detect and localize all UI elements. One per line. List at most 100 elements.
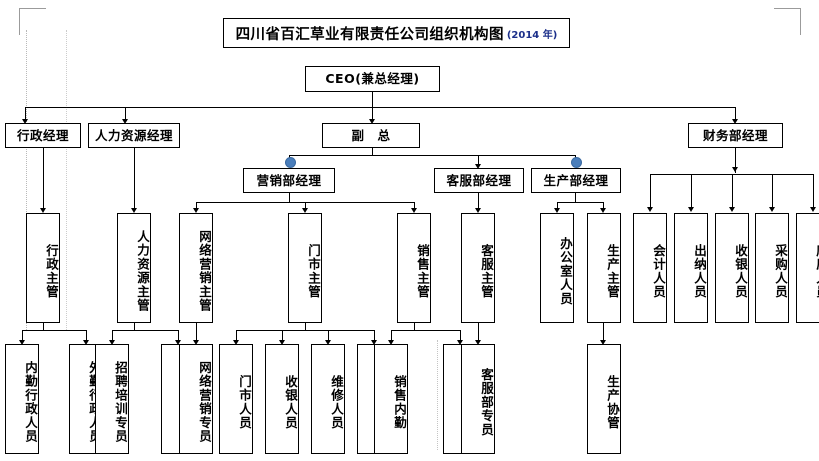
- arrow-warehouse-fin: [809, 207, 816, 212]
- node-admin-sup[interactable]: 行政主管: [26, 213, 60, 323]
- node-accountant-label: 会计人员: [651, 244, 666, 299]
- node-admin-mgr[interactable]: 行政经理: [5, 123, 81, 148]
- node-service-spec[interactable]: 客服部专员: [461, 344, 495, 454]
- node-cashier-fin[interactable]: 出纳人员: [674, 213, 708, 323]
- node-marketing-mgr-label: 营销部经理: [256, 172, 322, 188]
- node-finance-mgr[interactable]: 财务部经理: [688, 123, 783, 148]
- arrow-purchaser: [768, 207, 775, 212]
- node-production-mgr-label: 生产部经理: [543, 172, 609, 188]
- node-ceo-label: CEO(兼总经理): [325, 71, 420, 87]
- connector-hrsup-bus: [112, 330, 178, 332]
- node-production-mgr[interactable]: 生产部经理: [531, 168, 621, 193]
- node-store-staff-label: 门市人员: [237, 375, 252, 430]
- node-hr-mgr[interactable]: 人力资源经理: [88, 123, 180, 148]
- connector-drop-prodsup: [603, 202, 605, 211]
- node-repair-staff-label: 维修人员: [329, 375, 344, 430]
- node-indoor-admin[interactable]: 内勤行政人员: [5, 344, 39, 454]
- connector-drop-sales: [414, 202, 416, 211]
- node-hr-sup-label: 人力资源主管: [135, 230, 150, 313]
- connector-salessup-stem: [414, 323, 416, 331]
- node-service-mgr[interactable]: 客服部经理: [434, 168, 524, 193]
- node-web-mkt-spec[interactable]: 网络营销专员: [179, 344, 213, 454]
- node-web-mkt-spec-label: 网络营销专员: [197, 361, 212, 444]
- connector-marketing-stem: [289, 193, 291, 203]
- arrow-sales-sup: [410, 208, 417, 213]
- connector-drop-cashier-store: [282, 330, 284, 342]
- connector-webmkt-to-spec: [196, 323, 198, 342]
- chart-title-text: 四川省百汇草业有限责任公司组织机构图: [235, 26, 504, 43]
- connector-prodsup-to-coord: [603, 323, 605, 342]
- arrow-sales-outside: [456, 340, 463, 345]
- node-sales-sup-label: 销售主管: [415, 244, 430, 299]
- connector-hr-to-sup: [134, 148, 136, 211]
- node-store-sup-label: 门市主管: [306, 244, 321, 299]
- node-repair-staff[interactable]: 维修人员: [311, 344, 345, 454]
- page-guide-line-inner: [66, 30, 67, 330]
- node-purchaser[interactable]: 采购人员: [755, 213, 789, 323]
- arrow-service-sup: [474, 208, 481, 213]
- connector-drop-sales-outside: [460, 330, 462, 342]
- node-production-coord-label: 生产协管: [605, 375, 620, 430]
- connector-drop-vicegm: [372, 107, 374, 120]
- arrow-service-spec: [474, 340, 481, 345]
- node-production-sup-label: 生产主管: [605, 244, 620, 299]
- node-office-staff[interactable]: 办公室人员: [540, 213, 574, 323]
- arrow-outdoor-admin: [82, 340, 89, 345]
- node-indoor-admin-label: 内勤行政人员: [23, 361, 38, 444]
- node-warehouse-fin[interactable]: 库房人员: [796, 213, 819, 323]
- node-cashier-store[interactable]: 收银人员: [265, 344, 299, 454]
- connector-drop-admin: [25, 107, 27, 120]
- arrow-store-sup: [301, 208, 308, 213]
- node-sales-inside[interactable]: 销售内勤: [374, 344, 408, 454]
- node-recruit-train[interactable]: 招聘培训专员: [95, 344, 129, 454]
- connector-drop-finance: [735, 107, 737, 120]
- node-marketing-mgr[interactable]: 营销部经理: [243, 168, 335, 193]
- node-store-sup[interactable]: 门市主管: [288, 213, 322, 323]
- node-hr-mgr-label: 人力资源经理: [94, 127, 173, 143]
- node-vice-gm[interactable]: 副 总: [322, 123, 420, 148]
- arrow-recruit-train: [108, 340, 115, 345]
- connector-adminsup-stem: [43, 323, 45, 331]
- node-service-sup-label: 客服主管: [479, 244, 494, 299]
- arrow-accountant: [646, 207, 653, 212]
- node-ceo[interactable]: CEO(兼总经理): [305, 66, 440, 92]
- node-production-sup[interactable]: 生产主管: [587, 213, 621, 323]
- arrow-teller: [728, 207, 735, 212]
- node-purchaser-label: 采购人员: [773, 244, 788, 299]
- arrow-service: [474, 164, 481, 169]
- connector-hrsup-stem: [134, 323, 136, 331]
- arrow-vicegm: [368, 119, 375, 124]
- node-store-staff[interactable]: 门市人员: [219, 344, 253, 454]
- page-guide-line-mid: [437, 340, 438, 450]
- node-production-coord[interactable]: 生产协管: [587, 344, 621, 454]
- page-margin-mark-top-right: [774, 8, 801, 35]
- connector-drop-store-staff: [236, 330, 238, 342]
- node-admin-mgr-label: 行政经理: [16, 127, 69, 143]
- arrow-production-coord: [599, 340, 606, 345]
- connector-handle-production-icon[interactable]: [570, 157, 582, 168]
- arrow-admin: [21, 119, 28, 124]
- arrow-indoor-admin: [18, 340, 25, 345]
- page-margin-mark-top-left: [19, 8, 46, 35]
- arrow-hr: [121, 119, 128, 124]
- arrow-repair-staff: [324, 340, 331, 345]
- connector-handle-marketing-icon[interactable]: [284, 157, 296, 168]
- connector-drop-purchaser: [772, 174, 774, 210]
- node-accountant[interactable]: 会计人员: [633, 213, 667, 323]
- node-service-sup[interactable]: 客服主管: [461, 213, 495, 323]
- connector-drop-recruit: [112, 330, 114, 342]
- page-guide-line-left: [26, 30, 27, 330]
- connector-adminsup-bus: [22, 330, 86, 332]
- node-sales-sup[interactable]: 销售主管: [397, 213, 431, 323]
- node-web-mkt-sup[interactable]: 网络营销主管: [179, 213, 213, 323]
- connector-production-bus: [557, 202, 604, 204]
- node-hr-sup[interactable]: 人力资源主管: [117, 213, 151, 323]
- node-recruit-train-label: 招聘培训专员: [113, 361, 128, 444]
- node-finance-mgr-label: 财务部经理: [702, 127, 768, 143]
- connector-drop-warehouse-store: [374, 330, 376, 342]
- connector-production-stem: [575, 193, 577, 203]
- connector-servicesup-to-spec: [478, 323, 480, 342]
- connector-admin-to-sup: [43, 148, 45, 211]
- arrow-finance-bus: [731, 167, 738, 172]
- node-teller[interactable]: 收银人员: [715, 213, 749, 323]
